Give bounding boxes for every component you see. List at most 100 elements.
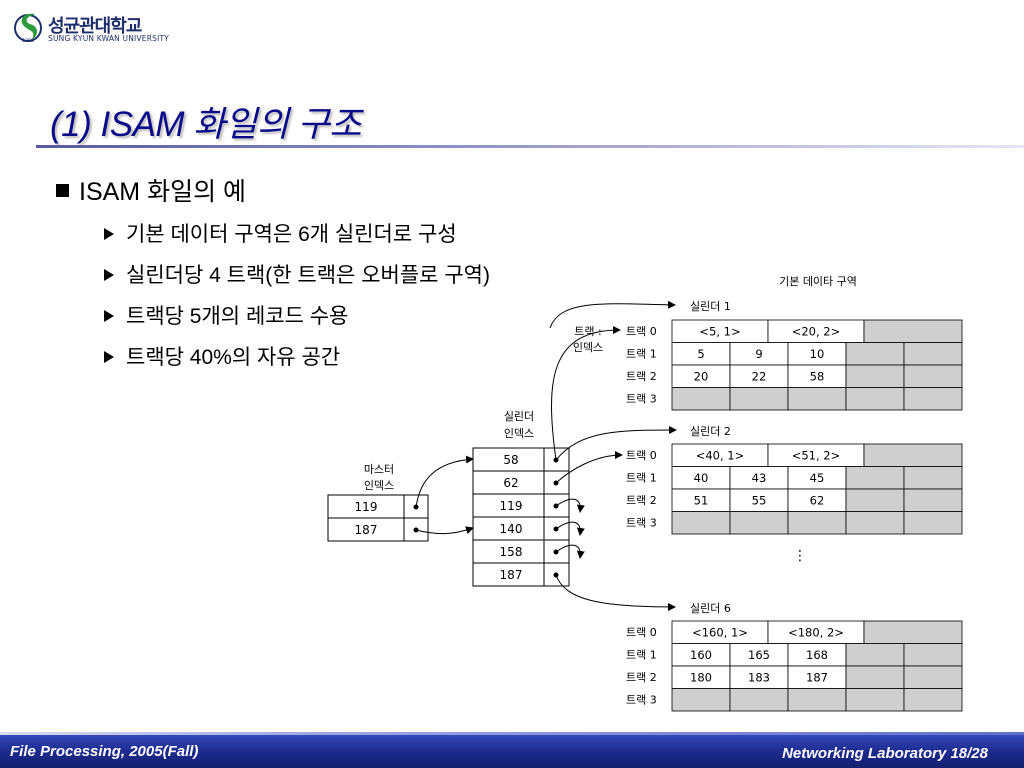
empty-cell — [863, 319, 963, 343]
empty-cell — [903, 466, 963, 490]
index-entry: <40, 1> — [696, 449, 745, 463]
index-entry: <20, 2> — [792, 325, 841, 339]
index-entry: <180, 2> — [788, 626, 844, 640]
empty-cell — [903, 665, 963, 689]
track-label: 트랙 0 — [626, 626, 657, 639]
empty-cell — [729, 688, 789, 712]
cylinder-index-label: 인덱스 — [504, 427, 534, 440]
logo-english-text: SUNG KYUN KWAN UNIVERSITY — [48, 34, 170, 43]
master-index-value: 187 — [355, 523, 378, 537]
footer-highlight — [0, 732, 1024, 735]
record-key: 20 — [694, 370, 709, 384]
sub-bullet-2: 실린더당 4 트랙(한 트랙은 오버플로 구역) — [104, 259, 490, 289]
cylinder-label: 실린더 1 — [690, 300, 731, 313]
empty-cell — [903, 488, 963, 512]
index-entry: <51, 2> — [792, 449, 841, 463]
track-label: 트랙 2 — [626, 671, 657, 684]
footer-page: Networking Laboratory 18/28 — [782, 745, 988, 762]
track-label: 트랙 2 — [626, 494, 657, 507]
record-key: 40 — [694, 471, 709, 485]
track-label: 트랙 3 — [626, 517, 657, 530]
track-label: 트랙 1 — [626, 472, 657, 485]
isam-structure-diagram: 기본 데이타 구역 트랙 : 인덱스 실린더 인덱스 마스터 인덱스 ⋮ 119… — [327, 275, 963, 712]
cylinder-index-table: 58 62 119 140 158 187 — [472, 447, 570, 587]
record-key: 58 — [810, 370, 825, 384]
triangle-bullet-icon — [104, 351, 114, 363]
cylinder-label: 실린더 6 — [690, 602, 731, 615]
record-key: 43 — [752, 471, 767, 485]
empty-cell — [671, 511, 731, 535]
record-key: 180 — [690, 671, 712, 685]
cylinder-index-value: 187 — [500, 568, 523, 582]
empty-cell — [845, 342, 905, 366]
empty-cell — [845, 643, 905, 667]
empty-cell — [903, 643, 963, 667]
empty-cell — [845, 387, 905, 411]
empty-cell — [787, 688, 847, 712]
university-logo: 1398 성균관대학교 SUNG KYUN KWAN UNIVERSITY — [14, 6, 204, 46]
track-label: 트랙 3 — [626, 393, 657, 406]
record-key: 183 — [748, 671, 770, 685]
record-key: 10 — [810, 347, 825, 361]
record-key: 9 — [755, 347, 762, 361]
empty-cell — [671, 387, 731, 411]
empty-cell — [863, 620, 963, 644]
footer-course: File Processing, 2005(Fall) — [10, 743, 199, 760]
master-index-label: 마스터 — [364, 463, 394, 476]
empty-cell — [845, 688, 905, 712]
cylinder-label: 실린더 2 — [690, 425, 731, 438]
index-entry: <160, 1> — [692, 626, 748, 640]
track-label: 트랙 3 — [626, 694, 657, 707]
sub-bullet-text: 트랙당 5개의 레코드 수용 — [126, 305, 349, 328]
master-index-table: 119 187 — [327, 494, 429, 542]
empty-cell — [903, 511, 963, 535]
track-index-label: 인덱스 — [573, 341, 603, 354]
logo-emblem-icon: 1398 — [14, 13, 42, 44]
triangle-bullet-icon — [104, 269, 114, 281]
cylinder-index-value: 140 — [500, 522, 523, 536]
ellipsis-mark: ⋮ — [793, 548, 807, 564]
cylinder-index-value: 119 — [500, 499, 523, 513]
empty-cell — [903, 688, 963, 712]
record-key: 187 — [806, 671, 828, 685]
logo-korean-text: 성균관대학교 — [48, 16, 142, 37]
square-bullet-icon — [56, 184, 69, 197]
empty-cell — [903, 342, 963, 366]
slide-title: (1) ISAM 화일의 구조 — [50, 105, 362, 144]
empty-cell — [787, 387, 847, 411]
empty-cell — [903, 387, 963, 411]
empty-cell — [845, 488, 905, 512]
track-label: 트랙 2 — [626, 370, 657, 383]
record-key: 168 — [806, 648, 828, 662]
record-key: 55 — [752, 494, 767, 508]
record-key: 5 — [697, 347, 704, 361]
sub-bullet-text: 실린더당 4 트랙(한 트랙은 오버플로 구역) — [126, 264, 490, 287]
empty-cell — [729, 511, 789, 535]
track-label: 트랙 1 — [626, 348, 657, 361]
cylinder-index-value: 58 — [503, 453, 518, 467]
triangle-bullet-icon — [104, 310, 114, 322]
cylinder-index-value: 158 — [500, 545, 523, 559]
record-key: 160 — [690, 648, 712, 662]
sub-bullet-text: 트랙당 40%의 자유 공간 — [126, 346, 341, 369]
empty-cell — [845, 511, 905, 535]
track-index-label: 트랙 : — [574, 325, 601, 338]
title-underline — [36, 145, 1024, 148]
triangle-bullet-icon — [104, 228, 114, 240]
empty-cell — [729, 387, 789, 411]
sub-bullet-text: 기본 데이터 구역은 6개 실린더로 구성 — [126, 223, 457, 246]
empty-cell — [787, 511, 847, 535]
record-key: 22 — [752, 370, 767, 384]
track-label: 트랙 0 — [626, 449, 657, 462]
index-entry: <5, 1> — [699, 325, 740, 339]
empty-cell — [845, 466, 905, 490]
logo-year: 1398 — [22, 38, 34, 44]
main-bullet-text: ISAM 화일의 예 — [79, 178, 247, 206]
empty-cell — [903, 364, 963, 388]
master-index-value: 119 — [355, 500, 378, 514]
empty-cell — [845, 665, 905, 689]
record-key: 51 — [694, 494, 709, 508]
main-bullet: ISAM 화일의 예 — [56, 172, 246, 208]
empty-cell — [671, 688, 731, 712]
sub-bullet-4: 트랙당 40%의 자유 공간 — [104, 341, 340, 371]
